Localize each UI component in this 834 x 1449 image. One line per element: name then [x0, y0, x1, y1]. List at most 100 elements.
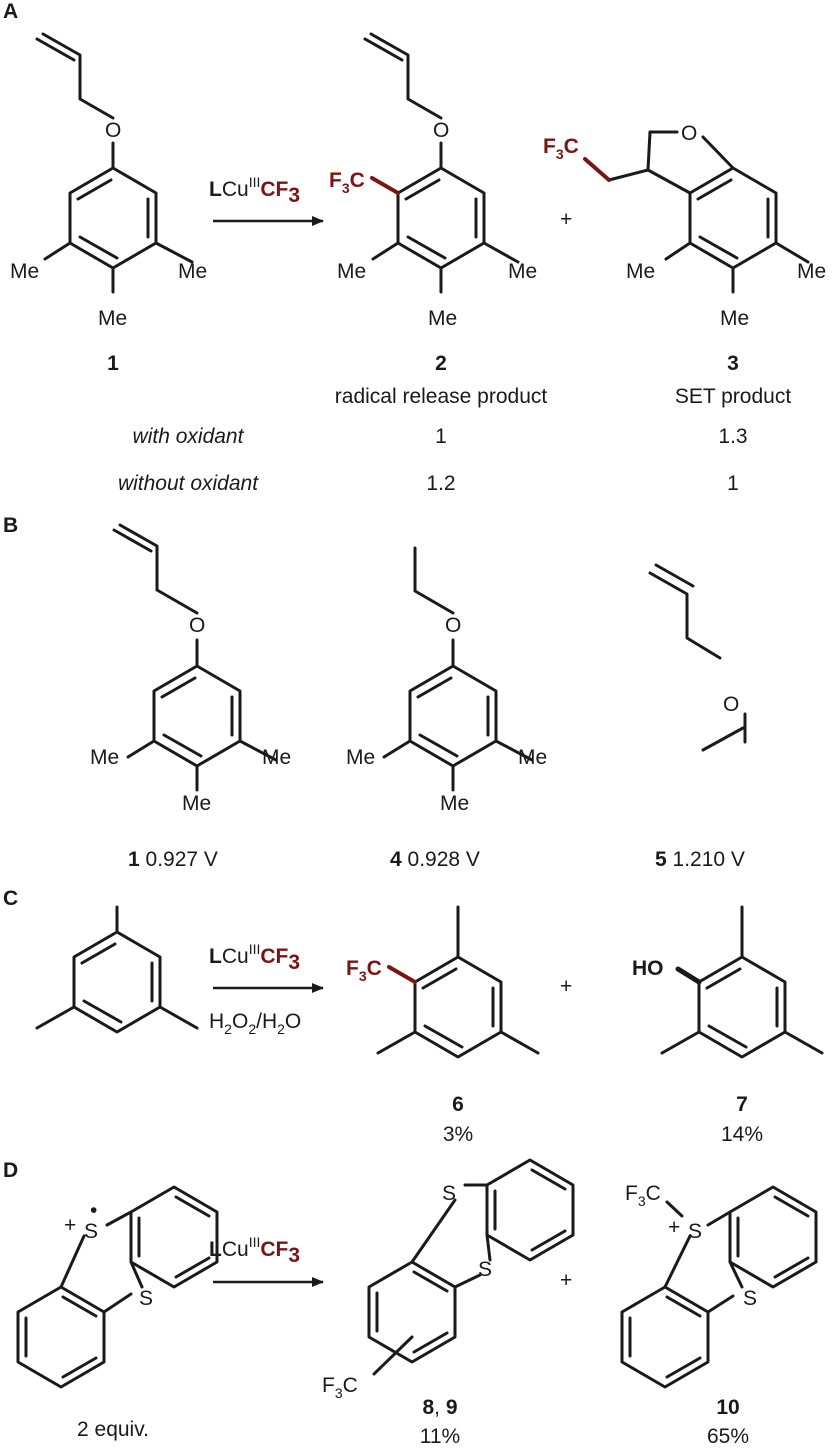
compound-3-structure: O F3C Me Me Me — [543, 122, 826, 330]
svg-text:LCuIIICF3: LCuIIICF3 — [209, 1234, 300, 1267]
ratio-3-with-oxidant: 1.3 — [718, 425, 747, 448]
atom-me: Me — [508, 260, 537, 283]
oxidation-potential-4: 0.928 V — [402, 848, 480, 871]
thianthrene-radical-cation-structure: S + • S — [16, 1185, 219, 1389]
compound-label-1: 1 — [128, 848, 140, 871]
atom-me: Me — [178, 260, 207, 283]
oxidation-state: III — [249, 941, 261, 957]
atom-me: Me — [346, 746, 375, 769]
row-label-without-oxidant: without oxidant — [118, 472, 259, 495]
atom-f-sub: 3 — [638, 1193, 646, 1209]
compound-label-1: 1 — [107, 352, 119, 375]
yield-7: 14% — [721, 1123, 763, 1146]
compound-10-structure: S + S F3C — [620, 1182, 818, 1389]
atom-f: F — [625, 1182, 638, 1205]
svg-text:F3C: F3C — [543, 135, 579, 162]
copper: Cu — [222, 178, 249, 201]
atom-s-cation: S — [688, 1220, 702, 1243]
atom-me: Me — [262, 746, 291, 769]
atom-f-sub: 3 — [359, 968, 367, 984]
cf3-subscript: 3 — [288, 951, 300, 974]
atom-me: Me — [98, 307, 127, 330]
equiv-label: 2 equiv. — [77, 1418, 149, 1441]
compound-label-6: 6 — [452, 1093, 464, 1116]
compound-label-7: 7 — [736, 1093, 748, 1116]
ligand-l: L — [209, 178, 222, 201]
panel-label-b: B — [3, 514, 18, 537]
mesitylene-structure — [35, 905, 199, 1034]
atom-o: O — [433, 119, 449, 142]
panel-label-c: C — [3, 887, 18, 910]
plus-sign: + — [560, 208, 572, 231]
compound-1-structure: O Me Me Me — [10, 32, 207, 330]
atom-s: S — [442, 1182, 456, 1205]
yield-8-9: 11% — [420, 1425, 460, 1448]
reagent-lcuiii-cf3-a: LCuIIICF3 — [209, 174, 300, 207]
compound-label-5: 5 — [655, 848, 667, 871]
ratio-3-without-oxidant: 1 — [727, 472, 739, 495]
oxidation-potential-5: 1.210 V — [667, 848, 745, 871]
ratio-2-without-oxidant: 1.2 — [426, 472, 455, 495]
label-separator: , — [434, 1396, 446, 1419]
atom-s-cation: S — [84, 1220, 98, 1243]
atom-me: Me — [440, 792, 469, 815]
compound-label-9: 9 — [446, 1396, 458, 1419]
ligand-l: L — [209, 1238, 222, 1261]
atom-c: C — [367, 957, 382, 980]
compound-1-structure-b: O Me Me Me — [90, 523, 291, 815]
atom-c: C — [343, 1374, 358, 1397]
compound-5-structure: O — [648, 563, 747, 752]
copper: Cu — [222, 1238, 249, 1261]
atom-me: Me — [626, 260, 655, 283]
svg-text:1 0.927 V: 1 0.927 V — [128, 848, 218, 871]
panel-label-a: A — [3, 0, 18, 23]
atom-me: Me — [720, 307, 749, 330]
oxidation-state: III — [249, 1234, 261, 1250]
atom-f: F — [322, 1374, 335, 1397]
cf3-subscript: 3 — [288, 1244, 300, 1267]
compound-7-structure: HO — [632, 905, 824, 1059]
atom-me: Me — [90, 746, 119, 769]
radical-dot: • — [90, 1199, 97, 1222]
atom-me: Me — [337, 260, 366, 283]
atom-me: Me — [518, 746, 547, 769]
oxidation-potential-1: 0.927 V — [140, 848, 218, 871]
cf3-subscript: 3 — [288, 184, 300, 207]
svg-text:F3C: F3C — [625, 1182, 661, 1209]
svg-text:8, 9: 8, 9 — [422, 1396, 457, 1419]
atom-s: S — [478, 1258, 492, 1281]
product-2-description: radical release product — [335, 385, 548, 408]
svg-text:F3C: F3C — [329, 169, 365, 196]
compound-8-9-structure: S S F3C — [322, 1158, 575, 1401]
reagent-lcuiii-cf3-d: LCuIIICF3 — [209, 1234, 300, 1267]
atom-f: F — [329, 169, 342, 192]
atom-f: F — [543, 135, 556, 158]
cf3-group: CF — [260, 1238, 288, 1261]
atom-ho: HO — [632, 957, 664, 980]
atom-s: S — [743, 1287, 757, 1310]
atom-o: O — [723, 693, 739, 716]
cf3-group: CF — [260, 178, 288, 201]
cation-charge: + — [64, 1214, 76, 1237]
plus-sign: + — [560, 975, 572, 998]
atom-me: Me — [428, 307, 457, 330]
svg-text:4 0.928 V: 4 0.928 V — [390, 848, 480, 871]
compound-label-8: 8 — [422, 1396, 434, 1419]
compound-4-structure: O Me Me Me — [346, 546, 547, 815]
atom-me: Me — [797, 260, 826, 283]
reagent-h2o2-h2o: H2O2/H2O — [209, 1010, 301, 1037]
atom-o: O — [445, 614, 461, 637]
atom-me: Me — [182, 792, 211, 815]
ratio-2-with-oxidant: 1 — [435, 425, 447, 448]
compound-2-structure: O F3C Me Me Me — [329, 32, 537, 330]
svg-text:5 1.210 V: 5 1.210 V — [655, 848, 745, 871]
cf3-group: CF — [260, 945, 288, 968]
atom-me: Me — [10, 260, 39, 283]
svg-text:F3C: F3C — [322, 1374, 358, 1401]
copper: Cu — [222, 945, 249, 968]
ligand-l: L — [209, 945, 222, 968]
atom-f-sub: 3 — [556, 146, 564, 162]
atom-f-sub: 3 — [342, 180, 350, 196]
svg-text:LCuIIICF3: LCuIIICF3 — [209, 174, 300, 207]
atom-o: O — [189, 614, 205, 637]
